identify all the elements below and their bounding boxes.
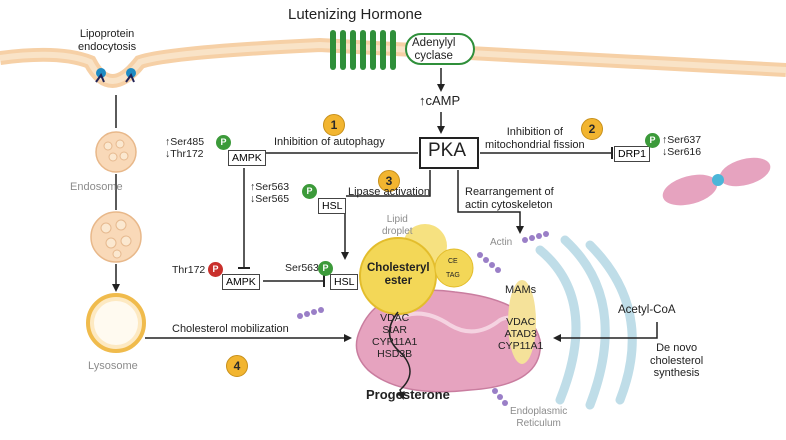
ampk-bottom-box: AMPK (222, 274, 260, 290)
camp-label: ↑cAMP (419, 93, 461, 108)
step-badge-4: 4 (226, 355, 248, 377)
hsl-top-box: HSL (318, 198, 347, 214)
phospho-icon: P (208, 262, 223, 277)
denovo-synthesis-label: De novo cholesterol synthesis (650, 342, 704, 380)
pka-box (419, 137, 479, 169)
ampk-top-sites: ↑Ser485 ↓Thr172 (165, 136, 205, 161)
actin-label: Actin (490, 237, 513, 248)
mams-label: MAMs (505, 284, 537, 296)
endoplasmic-reticulum-shape (535, 235, 637, 410)
er-label: Endoplasmic Reticulum (510, 406, 568, 429)
endosome-small (95, 131, 137, 173)
fission-label: Inhibition of mitochondrial fission (485, 126, 585, 151)
progesterone-label: Progesterone (366, 387, 450, 402)
fission-mitochondrion-icon (662, 157, 771, 206)
lipid-droplet-label: Lipid droplet (382, 214, 413, 237)
ce-droplet (434, 248, 474, 288)
cholesteryl-ester-droplet (359, 237, 437, 315)
cholesteryl-ester-label: Cholesteryl ester (367, 262, 430, 288)
lipoprotein-icon (95, 68, 136, 83)
phospho-icon: P (318, 261, 333, 276)
autophagy-label: Inhibition of autophagy (274, 136, 385, 148)
adenylyl-cyclase-shape (405, 33, 475, 65)
step-badge-2: 2 (581, 118, 603, 140)
drp1-sites: ↑Ser637 ↓Ser616 (662, 134, 702, 159)
hsl-bottom-box: HSL (330, 274, 359, 290)
mams-shape (508, 280, 536, 364)
endosome-label: Endosome (70, 181, 123, 193)
pka-label: PKA (428, 140, 467, 161)
hsl-bottom-site: Ser563 (285, 262, 319, 274)
actin-filaments (297, 231, 549, 406)
lysosome-label: Lysosome (88, 360, 138, 372)
phospho-icon: P (302, 184, 317, 199)
adenylyl-cyclase-label: Adenylyl cyclase (412, 37, 456, 63)
cholesterol-mobilization-label: Cholesterol mobilization (172, 323, 289, 335)
ampk-top-box: AMPK (228, 150, 266, 166)
phospho-icon: P (216, 135, 231, 150)
actin-rearrangement-label: Rearrangement of actin cytoskeleton (465, 186, 554, 211)
ce-label: CE (448, 258, 458, 265)
tag-label: TAG (446, 272, 460, 279)
step-badge-3: 3 (378, 170, 400, 192)
mam-proteins-label: VDAC ATAD3 CYP11A1 (498, 316, 544, 353)
mito-proteins-label: VDAC StAR CYP11A1 HSD3B (372, 312, 418, 361)
ampk-bottom-site: Thr172 (172, 264, 206, 276)
lipase-label: Lipase activation (348, 186, 430, 198)
lipoprotein-label: Lipoprotein endocytosis (78, 28, 137, 53)
hsl-top-sites: ↑Ser563 ↓Ser565 (250, 181, 290, 206)
lh-title: Lutenizing Hormone (288, 6, 423, 23)
lh-receptor-icon (330, 30, 396, 70)
step-badge-1: 1 (323, 114, 345, 136)
drp1-box: DRP1 (614, 146, 651, 162)
phospho-icon: P (645, 133, 660, 148)
acetyl-coa-label: Acetyl-CoA (618, 304, 676, 316)
